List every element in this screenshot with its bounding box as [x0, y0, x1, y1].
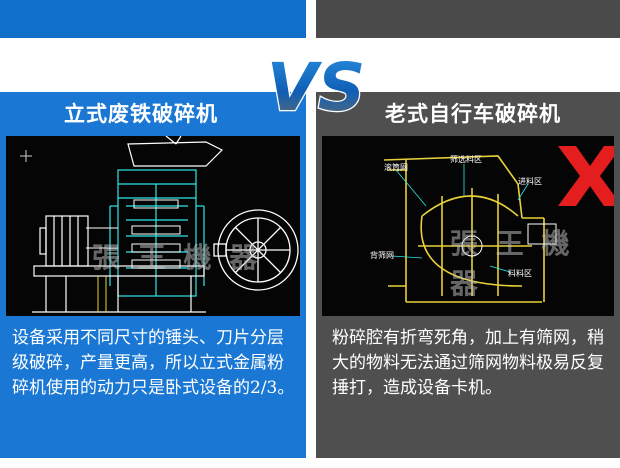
top-bar-left — [0, 0, 306, 38]
screen-area-label: 筛选料区 — [450, 155, 482, 164]
vertical-crusher-title: 立式废铁破碎机 — [64, 102, 218, 126]
old-bicycle-crusher-drawing: 筛选料区 滚筒网 进料区 背筛网 料料区 張 王 機 器 — [322, 136, 614, 316]
left-watermark: 張 王 機 器 — [92, 241, 262, 274]
old-bicycle-crusher-panel: 老式自行车破碎机 — [316, 92, 620, 458]
discharge-zone-label: 料料区 — [508, 269, 532, 278]
old-crusher-cad-illustration — [383, 146, 614, 303]
crosshair-icon — [20, 150, 32, 162]
old-bicycle-crusher-description: 粉碎腔有折弯死角，加上有筛网，稍大的物料无法通过筛网物料极易反复捶打，造成设备卡… — [332, 328, 604, 398]
vertical-crusher-panel: 立式废铁破碎机 — [0, 92, 306, 458]
feed-zone-label: 进料区 — [518, 177, 542, 186]
back-net-label: 背筛网 — [370, 251, 394, 260]
right-watermark: 張 王 機 器 — [450, 227, 574, 300]
top-bar-right — [316, 0, 620, 38]
red-cross-icon — [558, 146, 614, 206]
vertical-crusher-cad-illustration — [20, 136, 299, 313]
vs-text: VS — [268, 52, 364, 124]
vs-emblem: VS — [268, 52, 364, 124]
vertical-crusher-description: 设备采用不同尺寸的锤头、刀片分层级破碎，产量更高，所以立式金属粉碎机使用的动力只… — [12, 328, 295, 398]
old-bicycle-crusher-title: 老式自行车破碎机 — [385, 102, 561, 126]
vertical-crusher-drawing: 張 王 機 器 — [6, 136, 300, 316]
anvil-net-label: 滚筒网 — [384, 163, 408, 172]
